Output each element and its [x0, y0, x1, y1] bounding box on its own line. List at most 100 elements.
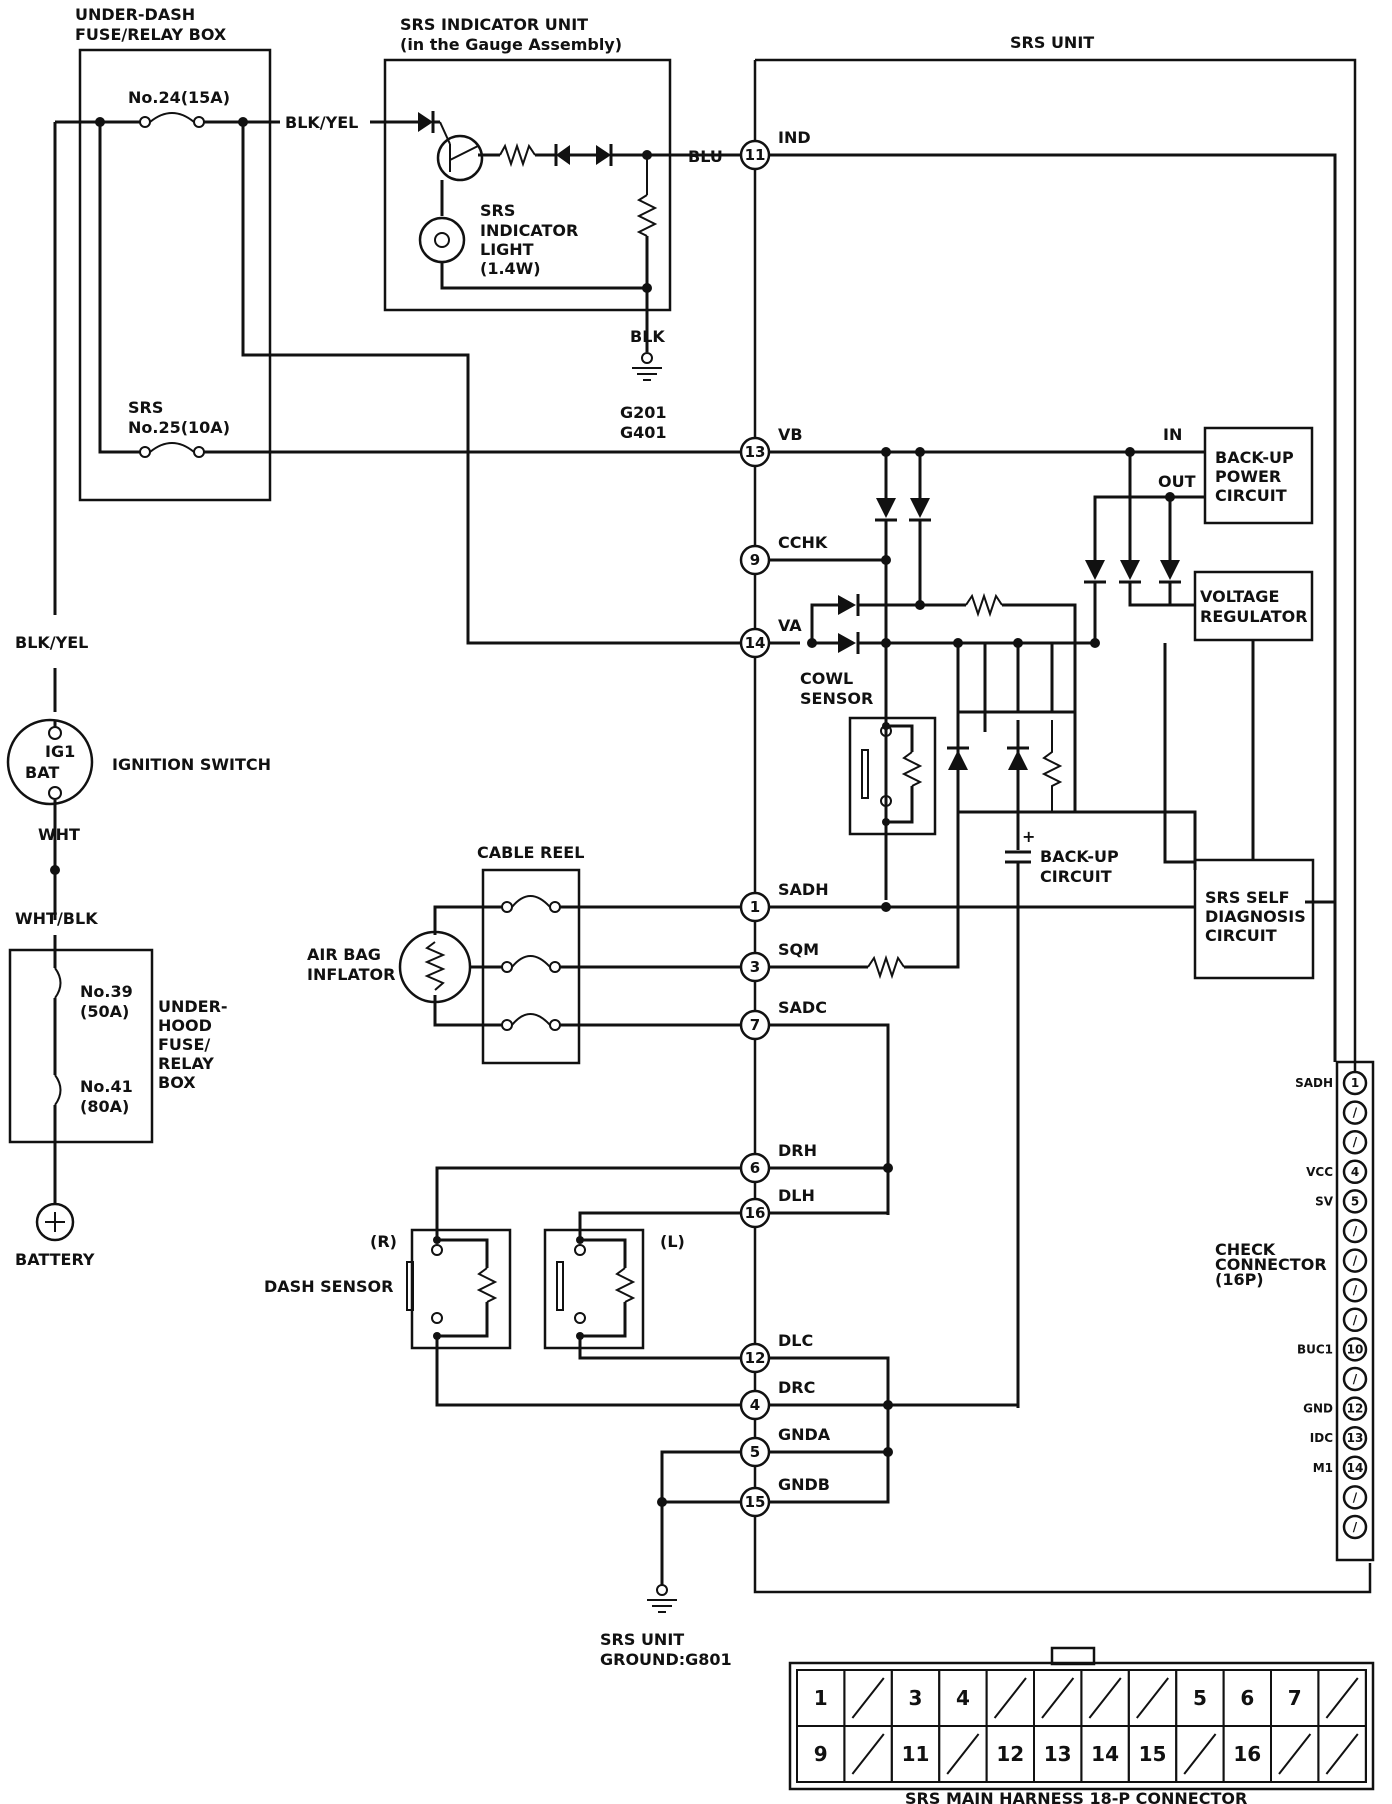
svg-text:OUT: OUT: [1158, 472, 1196, 491]
connector-pin-number: 5: [1193, 1686, 1207, 1710]
connector-cell: [1317, 1725, 1367, 1783]
svg-text:(1.4W): (1.4W): [480, 259, 541, 278]
pin-11: 11 IND: [739, 128, 811, 171]
check-pin: /: [1342, 1129, 1368, 1155]
svg-text:BOX: BOX: [158, 1073, 196, 1092]
svg-text:IG1: IG1: [45, 742, 75, 761]
pin-number: 16: [745, 1204, 766, 1222]
svg-text:SRS: SRS: [480, 201, 515, 220]
indicator-light-icon: [418, 216, 466, 264]
svg-text:GROUND:G801: GROUND:G801: [600, 1650, 732, 1669]
svg-text:CHECK: CHECK: [1215, 1240, 1276, 1259]
svg-text:FUSE/: FUSE/: [158, 1035, 210, 1054]
svg-text:AIR BAG: AIR BAG: [307, 945, 381, 964]
svg-text:CONNECTOR: CONNECTOR: [1215, 1255, 1327, 1274]
under-hood-fuse-box: No.39 (50A) No.41 (80A) UNDER- HOOD FUSE…: [8, 935, 228, 1205]
svg-text:BAT: BAT: [25, 763, 59, 782]
connector-pin-number: 7: [1288, 1686, 1302, 1710]
svg-text:REGULATOR: REGULATOR: [1200, 607, 1308, 626]
connector-cell: 6: [1222, 1669, 1272, 1727]
connector-pin-number: 16: [1233, 1742, 1261, 1766]
fuse-24-label: No.24(15A): [128, 88, 230, 107]
check-pin: /: [1342, 1307, 1368, 1333]
svg-text:CIRCUIT: CIRCUIT: [1205, 926, 1277, 945]
check-pin-name: GND: [1303, 1402, 1333, 1416]
check-pin-number: 14: [1347, 1461, 1364, 1475]
pin-number: 13: [745, 443, 766, 461]
svg-text:G401: G401: [620, 423, 667, 442]
fuse-39-label: No.39: [80, 982, 133, 1001]
fuse-41-label: No.41: [80, 1077, 133, 1096]
connector-cell: [1080, 1669, 1130, 1727]
connector-cell: 9: [796, 1725, 846, 1783]
connector-cell: [843, 1725, 893, 1783]
svg-text:CIRCUIT: CIRCUIT: [1215, 486, 1287, 505]
check-pin-number: /: [1353, 1135, 1358, 1149]
backup-circuit: + BACK-UP CIRCUIT: [947, 643, 1119, 1408]
svg-text:UNDER-: UNDER-: [158, 997, 228, 1016]
connector-cell: [1270, 1725, 1320, 1783]
connector-cell: [938, 1725, 988, 1783]
pin-number: 4: [750, 1396, 760, 1414]
check-pin-name: BUC1: [1297, 1342, 1333, 1356]
svg-text:HOOD: HOOD: [158, 1016, 212, 1035]
connector-cell: 16: [1222, 1725, 1272, 1783]
pin-name: SQM: [778, 940, 819, 959]
connector-cell: 4: [938, 1669, 988, 1727]
pin-number: 9: [750, 551, 760, 569]
check-pin: 14 M1: [1313, 1455, 1368, 1481]
pin-name: IND: [778, 128, 811, 147]
svg-text:FUSE/RELAY BOX: FUSE/RELAY BOX: [75, 25, 227, 44]
ignition-switch: IG1 BAT IGNITION SWITCH: [6, 718, 271, 806]
pin-number: 1: [750, 898, 760, 916]
check-pin-name: VCC: [1306, 1165, 1333, 1179]
srs-unit-label: SRS UNIT: [1010, 33, 1094, 52]
wire-blk-yel-left: BLK/YEL: [15, 633, 88, 652]
connector-pin-number: 6: [1240, 1686, 1254, 1710]
backup-power-circuit: BACK-UP POWER CIRCUIT: [1203, 426, 1314, 525]
svg-text:INFLATOR: INFLATOR: [307, 965, 395, 984]
check-pin: /: [1342, 1277, 1368, 1303]
wire-blk: BLK: [630, 327, 665, 346]
pin-number: 7: [750, 1016, 760, 1034]
wire-wht-blk: WHT/BLK: [15, 909, 98, 928]
connector-cell: 11: [890, 1725, 941, 1783]
check-pin: /: [1342, 1485, 1368, 1510]
pin-name: DRH: [778, 1141, 817, 1160]
ignition-switch-label: IGNITION SWITCH: [112, 755, 271, 774]
fuse-25-icon: [139, 442, 205, 458]
check-pin: 5SV: [1315, 1189, 1368, 1214]
svg-text:INDICATOR: INDICATOR: [480, 221, 578, 240]
svg-text:DIAGNOSIS: DIAGNOSIS: [1205, 907, 1306, 926]
check-pin-name: SADH: [1295, 1076, 1333, 1090]
check-pin: 10 BUC1: [1297, 1337, 1368, 1362]
check-pin-number: 10: [1347, 1342, 1364, 1356]
pin-name: GNDA: [778, 1425, 831, 1444]
connector-pin-number: 9: [814, 1742, 828, 1766]
check-pin: /: [1342, 1514, 1368, 1540]
svg-text:SRS INDICATOR UNIT: SRS INDICATOR UNIT: [400, 15, 588, 34]
check-pin-number: 12: [1347, 1402, 1364, 1416]
check-pin-name: M1: [1313, 1461, 1333, 1475]
connector-pin-number: 13: [1044, 1742, 1072, 1766]
wire-wht: WHT: [38, 825, 80, 844]
check-pin-number: /: [1353, 1106, 1358, 1120]
pin-number: 11: [745, 146, 766, 164]
svg-text:SRS SELF: SRS SELF: [1205, 888, 1290, 907]
svg-text:G201: G201: [620, 403, 667, 422]
svg-text:SRS: SRS: [128, 398, 163, 417]
pin-name: DLC: [778, 1331, 813, 1350]
cowl-sensor: [848, 716, 937, 836]
check-pin-number: /: [1353, 1254, 1358, 1268]
connector-cell: [1175, 1725, 1225, 1783]
